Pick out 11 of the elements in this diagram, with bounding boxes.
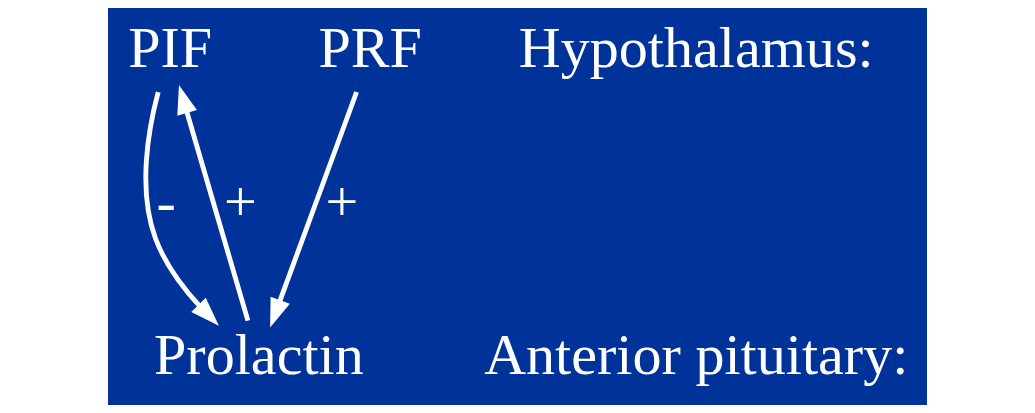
edge-label: + bbox=[223, 168, 257, 234]
arrow bbox=[143, 91, 219, 326]
arrow bbox=[177, 84, 251, 322]
arrow bbox=[270, 91, 359, 328]
node-text: PRF bbox=[318, 15, 422, 81]
label: Hypothalamus: bbox=[518, 15, 874, 81]
node-text: Prolactin bbox=[154, 322, 364, 388]
edge-label: - bbox=[156, 168, 176, 234]
edge-label: + bbox=[325, 168, 359, 234]
label: Anterior pituitary: bbox=[484, 322, 909, 388]
node-text: PIF bbox=[128, 15, 213, 81]
